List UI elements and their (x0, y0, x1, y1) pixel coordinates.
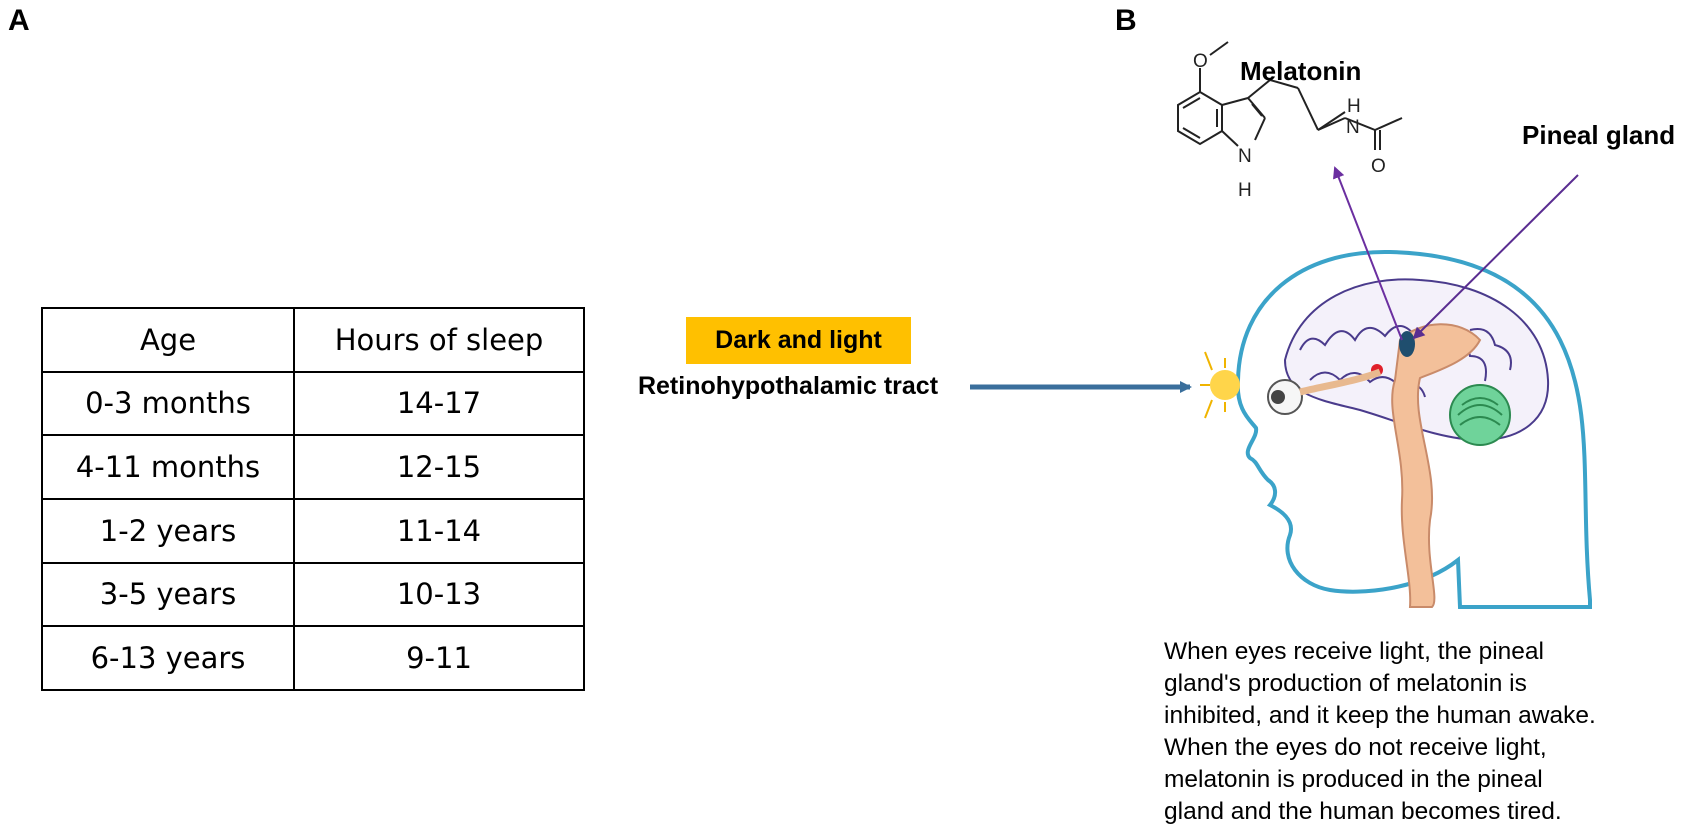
atom-n-indole: N (1238, 146, 1252, 167)
table-header-row: Age Hours of sleep (41, 307, 585, 373)
table-row: 6-13 years 9-11 (41, 625, 585, 691)
pineal-gland-label: Pineal gland (1522, 120, 1676, 150)
caption-line: melatonin is produced in the pineal (1164, 766, 1543, 793)
age-cell: 1-2 years (41, 497, 295, 564)
hours-cell: 10-13 (293, 561, 585, 628)
table-row: 3-5 years 10-13 (41, 561, 585, 628)
table-row: 4-11 months 12-15 (41, 434, 585, 500)
explanation-caption: When eyes receive light, the pineal glan… (1164, 636, 1664, 828)
atom-h-amide: H (1347, 96, 1361, 117)
hours-cell: 11-14 (293, 497, 585, 564)
atom-h-indole: H (1238, 180, 1252, 201)
table-row: 0-3 months 14-17 (41, 370, 585, 437)
age-cell: 6-13 years (41, 625, 295, 691)
age-cell: 4-11 months (41, 434, 295, 500)
table-row: 1-2 years 11-14 (41, 497, 585, 564)
header-age: Age (41, 307, 295, 373)
sun-icon (1200, 351, 1240, 419)
melatonin-arrow (1333, 166, 1403, 341)
pineal-gland-mark (1399, 331, 1415, 357)
hours-cell: 12-15 (293, 434, 585, 500)
caption-line: When eyes receive light, the pineal (1164, 638, 1544, 665)
panel-label-a: A (8, 4, 30, 37)
head-brain-illustration (1200, 249, 1592, 609)
retinohypothalamic-tract-label: Retinohypothalamic tract (637, 372, 939, 400)
caption-line: gland's production of melatonin is (1164, 670, 1527, 697)
melatonin-structure (1177, 41, 1403, 150)
atom-o-methoxy: O (1193, 51, 1208, 72)
hours-cell: 9-11 (293, 625, 585, 691)
header-hours-of-sleep: Hours of sleep (293, 307, 585, 373)
sleep-hours-table: Age Hours of sleep 0-3 months 14-17 4-11… (41, 307, 585, 691)
caption-line: inhibited, and it keep the human awake. (1164, 702, 1596, 729)
atom-o-carbonyl: O (1371, 156, 1386, 177)
pineal-gland-arrow (1412, 174, 1579, 340)
melatonin-label: Melatonin (1240, 56, 1362, 86)
age-cell: 3-5 years (41, 561, 295, 628)
age-cell: 0-3 months (41, 370, 295, 437)
panel-label-b: B (1115, 4, 1137, 37)
caption-line: gland and the human becomes tired. (1164, 798, 1562, 825)
melatonin-atom-labels: O N H N H O (1193, 51, 1386, 201)
caption-line: When the eyes do not receive light, (1164, 734, 1547, 761)
atom-n-amide: N (1346, 117, 1360, 138)
dark-and-light-box: Dark and light (686, 317, 911, 364)
hours-cell: 14-17 (293, 370, 585, 437)
